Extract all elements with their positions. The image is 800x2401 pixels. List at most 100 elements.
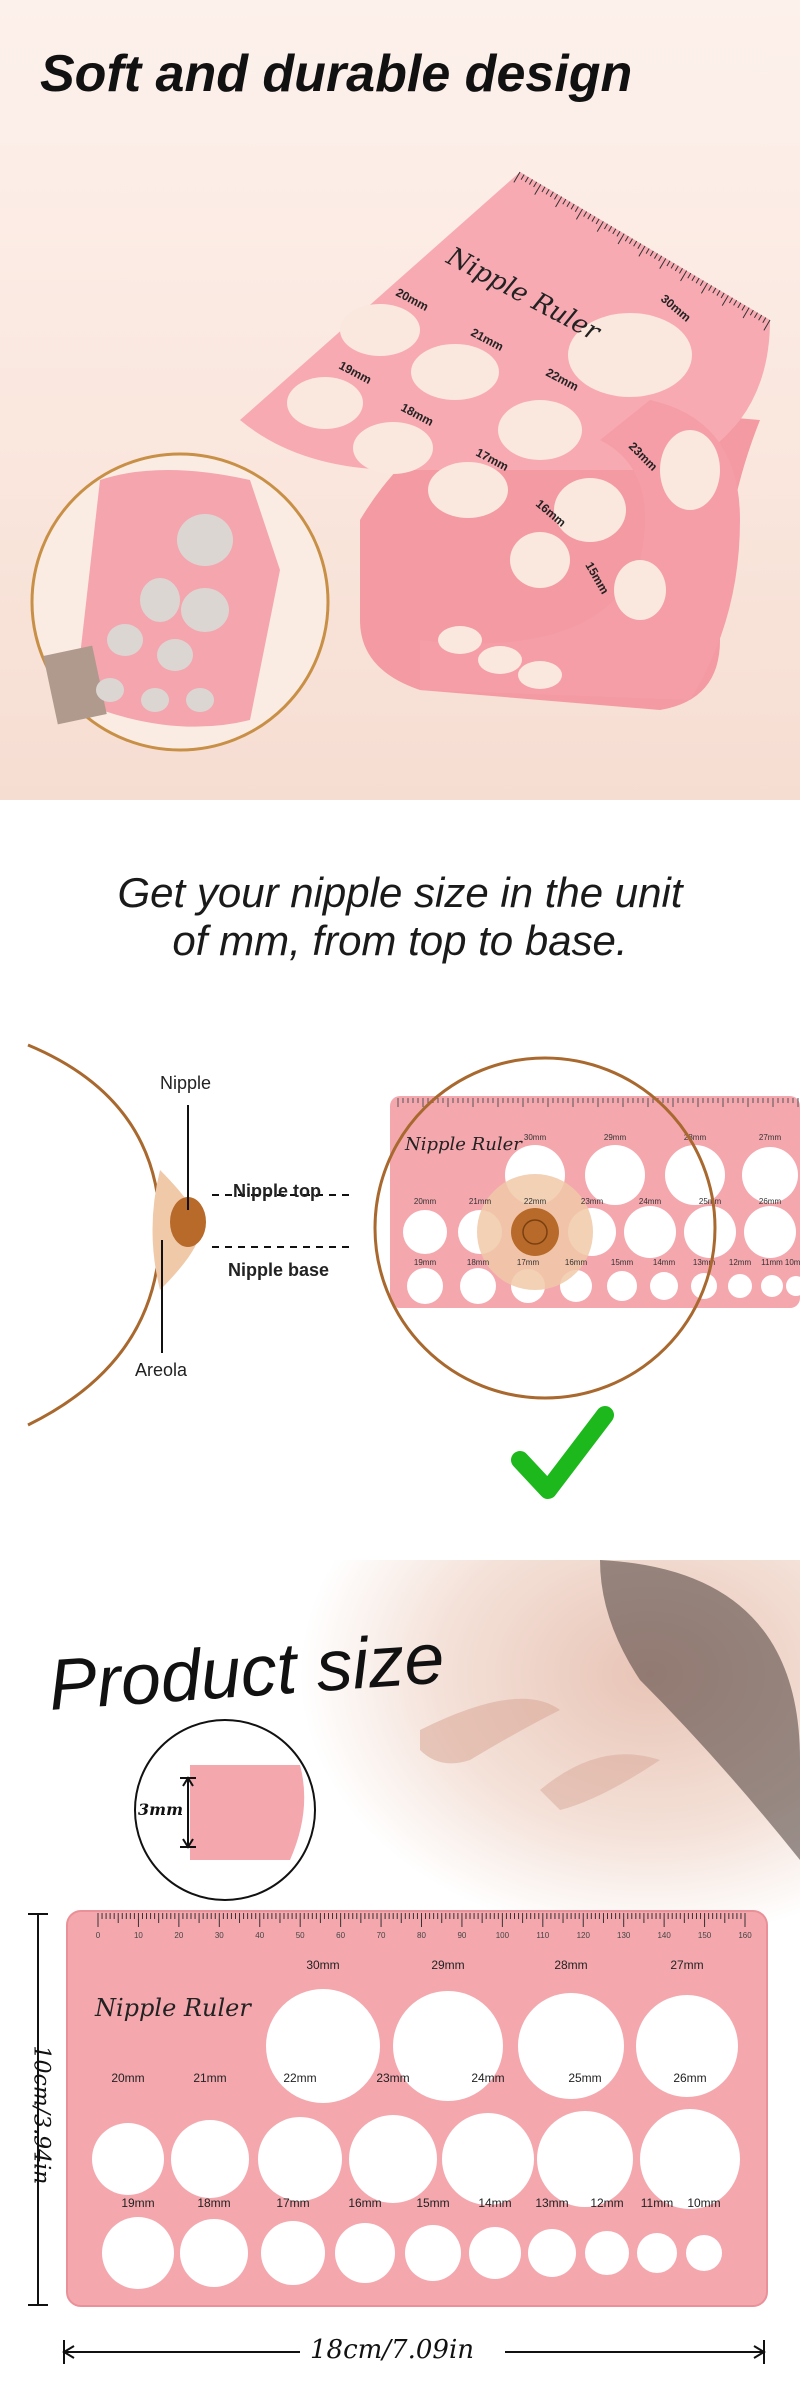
- hole-size-label: 24mm: [471, 2071, 504, 2085]
- zoom-hole-label: 22mm: [524, 1197, 547, 1206]
- measure-heading-line2: of mm, from top to base.: [172, 917, 628, 964]
- ruler-hole: [640, 2109, 740, 2209]
- hole-size-label: 17mm: [276, 2196, 309, 2210]
- measure-heading-line1: Get your nipple size in the unit: [117, 869, 683, 916]
- ruler-hole: [528, 2229, 576, 2277]
- hole-size-label: 21mm: [193, 2071, 226, 2085]
- hole-size-label: 15mm: [416, 2196, 449, 2210]
- width-dimension-label: 18cm/7.09in: [310, 2335, 475, 2365]
- main-ruler-ticks: [97, 1913, 746, 1927]
- ruler-hole: [686, 2235, 722, 2271]
- scale-number: 60: [336, 1931, 345, 1940]
- hole-size-label: 28mm: [554, 1958, 587, 1972]
- hole-size-label: 11mm: [641, 2196, 673, 2210]
- zoom-hole-label: 17mm: [517, 1258, 540, 1267]
- scale-number: 100: [496, 1931, 510, 1940]
- ruler-hole: [469, 2227, 521, 2279]
- zoom-hole-label: 29mm: [604, 1133, 627, 1142]
- ruler-ticks: [397, 1098, 799, 1107]
- ruler-hole: [261, 2221, 325, 2285]
- zoom-hole-label: 24mm: [639, 1197, 662, 1206]
- zoom-ruler-title: Nipple Ruler: [404, 1134, 523, 1155]
- zoom-hole-label: 27mm: [759, 1133, 782, 1142]
- hair-shape: [600, 1560, 800, 1860]
- scale-number: 140: [657, 1931, 671, 1940]
- ruler-hole: [405, 2225, 461, 2281]
- ruler-hole: [171, 2120, 249, 2198]
- ruler-hole: [393, 1991, 503, 2101]
- ruler-hole: [442, 2113, 534, 2205]
- main-ruler-title: Nipple Ruler: [94, 1994, 252, 2022]
- zoom-hole-label: 15mm: [611, 1258, 634, 1267]
- scale-number: 90: [457, 1931, 466, 1940]
- hole-size-label: 26mm: [673, 2071, 706, 2085]
- hole-size-label: 16mm: [348, 2196, 381, 2210]
- nipple-overlay: [511, 1208, 559, 1256]
- scale-number: 50: [296, 1931, 305, 1940]
- ruler-hole: [585, 2231, 629, 2275]
- zoom-hole-label: 10mm: [785, 1258, 800, 1267]
- main-ruler-holes: [92, 1989, 740, 2289]
- zoom-hole-label: 13mm: [693, 1258, 716, 1267]
- ruler-hole: [637, 2233, 677, 2273]
- ruler-hole: [518, 1993, 624, 2099]
- scale-number: 40: [255, 1931, 264, 1940]
- zoom-hole-label: 16mm: [565, 1258, 588, 1267]
- hole-size-label: 30mm: [306, 1958, 339, 1972]
- ruler-hole: [180, 2219, 248, 2287]
- scale-number: 120: [577, 1931, 591, 1940]
- ruler-hole: [636, 1995, 738, 2097]
- hole-size-label: 13mm: [535, 2196, 568, 2210]
- hole-size-label: 10mm: [687, 2196, 720, 2210]
- ruler-hole: [92, 2123, 164, 2195]
- scale-number: 30: [215, 1931, 224, 1940]
- zoom-circle: [373, 1056, 717, 1400]
- hole-size-label: 29mm: [431, 1958, 464, 1972]
- ruler-hole: [266, 1989, 380, 2103]
- scale-number: 150: [698, 1931, 712, 1940]
- zoom-hole-label: 20mm: [414, 1197, 437, 1206]
- scale-number: 0: [96, 1931, 101, 1940]
- label-nipple: Nipple: [160, 1073, 212, 1093]
- ruler-hole: [335, 2223, 395, 2283]
- zoom-hole-label: 21mm: [469, 1197, 492, 1206]
- design-heading: Soft and durable design: [40, 45, 633, 103]
- hole-size-label: 23mm: [376, 2071, 409, 2085]
- nipple-shape: [170, 1197, 206, 1247]
- zoom-hole-label: 25mm: [699, 1197, 722, 1206]
- thickness-label: 3mm: [138, 1800, 183, 1819]
- scale-number: 20: [174, 1931, 183, 1940]
- hand-shape: [420, 1698, 560, 1764]
- zoom-hole-label: 28mm: [684, 1133, 707, 1142]
- ruler-hole: [258, 2117, 342, 2201]
- zoom-hole-label: 12mm: [729, 1258, 752, 1267]
- measure-panel: Get your nipple size in the unit of mm, …: [0, 800, 800, 1560]
- scale-number: 160: [738, 1931, 752, 1940]
- zoom-hole-label: 19mm: [414, 1258, 437, 1267]
- label-nipple-base: Nipple base: [228, 1260, 330, 1280]
- scale-number: 70: [377, 1931, 386, 1940]
- hole-size-label: 18mm: [197, 2196, 230, 2210]
- zoom-hole-label: 14mm: [653, 1258, 676, 1267]
- height-dimension-label: 10cm/3.94in: [28, 2045, 54, 2185]
- hole-size-label: 25mm: [568, 2071, 601, 2085]
- zoom-hole-label: 11mm: [761, 1258, 783, 1267]
- hole-size-label: 27mm: [670, 1958, 703, 1972]
- scale-number: 10: [134, 1931, 143, 1940]
- ruler-hole: [102, 2217, 174, 2289]
- hole-size-label: 14mm: [478, 2196, 511, 2210]
- hole-size-label: 12mm: [590, 2196, 623, 2210]
- inset-wrapped-ruler: [43, 470, 280, 727]
- zoom-hole-label: 23mm: [581, 1197, 604, 1206]
- ruler-tick-marks: [513, 171, 771, 331]
- zoom-hole-label: 26mm: [759, 1197, 782, 1206]
- hole-size-label: 22mm: [283, 2071, 316, 2085]
- label-nipple-top: Nipple top: [233, 1181, 321, 1201]
- design-panel: Soft and durable design Nipple Ruler: [0, 0, 800, 800]
